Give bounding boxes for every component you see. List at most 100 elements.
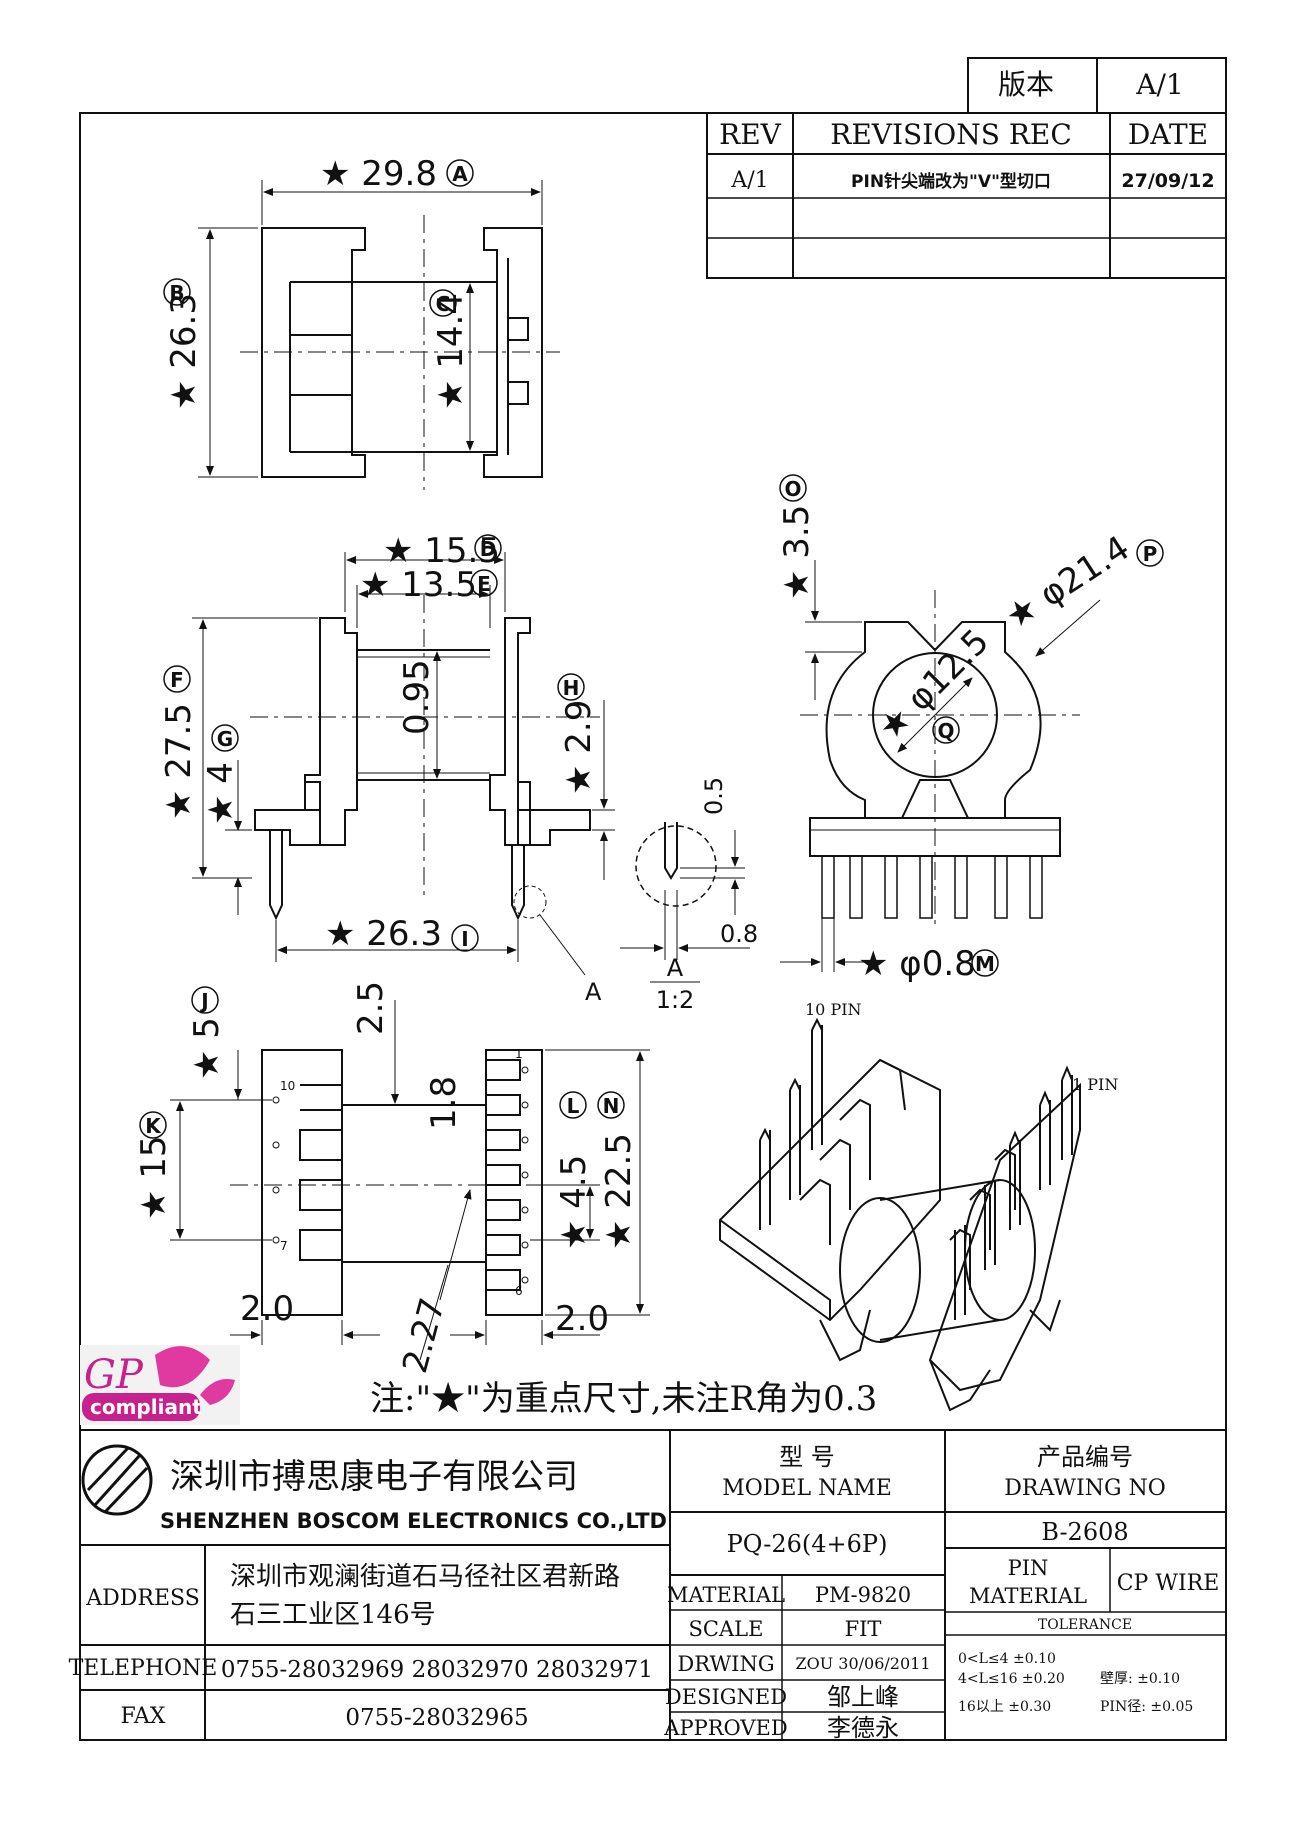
drawing-row-value: ZOU 30/06/2011 [795,1654,930,1673]
detail-dim-top: 0.5 [700,777,728,815]
drawing-row-label: DRWING [677,1652,774,1676]
dim-center: 0.95 [397,659,437,735]
model-label-en: MODEL NAME [722,1476,892,1501]
detail-callout-label: A [585,978,602,1006]
bottom-view [170,1000,650,1361]
tolerance-label: TOLERANCE [1038,1617,1132,1633]
designed-label: DESIGNED [665,1685,787,1709]
dim-k: ★ 15 [134,1135,174,1220]
label-a: A [452,162,468,186]
rec-row-1: PIN针尖端改为"V"型切口 [851,171,1051,192]
dim-bottom-mid: 1.8 [424,1076,464,1130]
tolerance-pin: PIN径: ±0.05 [1100,1699,1193,1715]
dim-a: ★ 29.8 [320,154,437,194]
label-l: L [567,1094,580,1118]
version-value: A/1 [1135,68,1183,101]
detail-scale: 1:2 [656,986,695,1014]
dim-n: ★ 22.5 [599,1133,639,1250]
label-q: Q [937,719,954,743]
tolerance-row-3: 16以上 ±0.30 [958,1699,1051,1715]
dim-o: ★ 3.5 [777,505,817,600]
revisions-table: REV REVISIONS REC DATE A/1 PIN针尖端改为"V"型切… [706,112,1227,279]
dim-g: ★ 4 [201,762,241,825]
drawing-label-en: DRAWING NO [1004,1476,1166,1501]
label-m: M [975,952,995,976]
pin-label-1: 1 [515,1047,523,1061]
company-name-cn: 深圳市搏思康电子有限公司 [170,1457,578,1497]
company-name-en: SHENZHEN BOSCOM ELECTRONICS CO.,LTD [160,1509,667,1533]
pin-label-7: 7 [280,1239,288,1253]
iso-pin1-label: 1 PIN [1072,1075,1118,1094]
approved-label: APPROVED [663,1716,787,1740]
isometric-view [719,1017,1081,1412]
pin-material-label-1: PIN [1008,1556,1049,1580]
dim-bottom-left: 2.0 [240,1289,294,1329]
drawing-number: B-2608 [1041,1518,1128,1546]
telephone-value: 0755-28032969 28032970 28032971 [221,1657,653,1683]
tolerance-wall: 壁厚: ±0.10 [1100,1671,1180,1687]
approved-value: 李德永 [827,1714,899,1742]
dim-p: ★ φ21.4 [998,528,1137,637]
detail-dim-side: 0.8 [720,920,758,948]
dim-b: ★ 26.3 [164,293,204,410]
scale-value: FIT [845,1617,882,1641]
dim-l: ★ 4.5 [554,1155,594,1250]
drawing-frame [79,112,1227,1741]
pin-material-value: CP WIRE [1117,1571,1220,1596]
dim-bottom-right: 2.0 [555,1299,609,1339]
rev-header: REV [719,118,782,151]
label-f: F [170,668,184,692]
label-i: I [461,927,468,951]
scale-label: SCALE [689,1617,764,1641]
side-view [192,552,615,976]
version-box: 版本 A/1 [967,57,1227,114]
address-line-2: 石三工业区146号 [230,1600,436,1630]
dim-h: ★ 2.9 [559,700,599,795]
dim-f: ★ 27.5 [159,703,199,820]
iso-pin10-label: 10 PIN [805,1000,862,1019]
label-k: K [145,1114,162,1138]
label-g: G [217,727,233,751]
label-o: O [784,477,801,501]
designed-value: 邹上峰 [827,1683,899,1711]
address-label: ADDRESS [85,1586,200,1611]
pin-label-10: 10 [280,1079,295,1093]
material-label: MATERIAL [667,1583,785,1607]
label-n: N [603,1094,620,1118]
drawing-note: 注:"★"为重点尺寸,未注R角为0.3 [370,1379,877,1419]
dim-bottom-top: 2.5 [351,981,391,1035]
label-p: P [1143,542,1158,566]
tolerance-row-2: 4<L≤16 ±0.20 [958,1671,1065,1687]
end-view [780,560,1101,972]
model-label-cn: 型 号 [779,1443,835,1471]
dim-i: ★ 26.3 [325,914,442,954]
telephone-label: TELEPHONE [69,1656,218,1681]
material-value: PM-9820 [815,1583,911,1607]
fax-label: FAX [121,1704,166,1729]
version-label: 版本 [998,68,1054,101]
rev-row-1: A/1 [730,168,768,193]
address-line-1: 深圳市观澜街道石马径社区君新路 [230,1562,620,1592]
date-header: DATE [1128,118,1208,151]
gp-compliant-logo: GP compliant [80,1345,240,1425]
tolerance-row-1: 0<L≤4 ±0.10 [958,1651,1056,1667]
drawing-label-cn: 产品编号 [1037,1443,1133,1471]
top-view [198,180,560,490]
label-d: D [480,537,497,561]
compliant-logo-text: compliant [90,1395,202,1419]
date-row-1: 27/09/12 [1121,170,1214,192]
rec-header: REVISIONS REC [830,118,1072,151]
pin-label-6: 6 [515,1284,523,1298]
label-c: C [436,292,451,316]
pin-material-label-2: MATERIAL [969,1584,1087,1608]
gp-logo-text: GP [84,1352,144,1398]
label-b: B [169,281,184,305]
detail-a [620,822,750,983]
label-j: J [199,989,208,1013]
label-h: H [563,676,580,700]
model-value: PQ-26(4+6P) [727,1530,888,1558]
dim-m: ★ φ0.8 [858,944,976,984]
label-e: E [477,572,491,596]
dim-e: ★ 13.5 [360,565,477,605]
